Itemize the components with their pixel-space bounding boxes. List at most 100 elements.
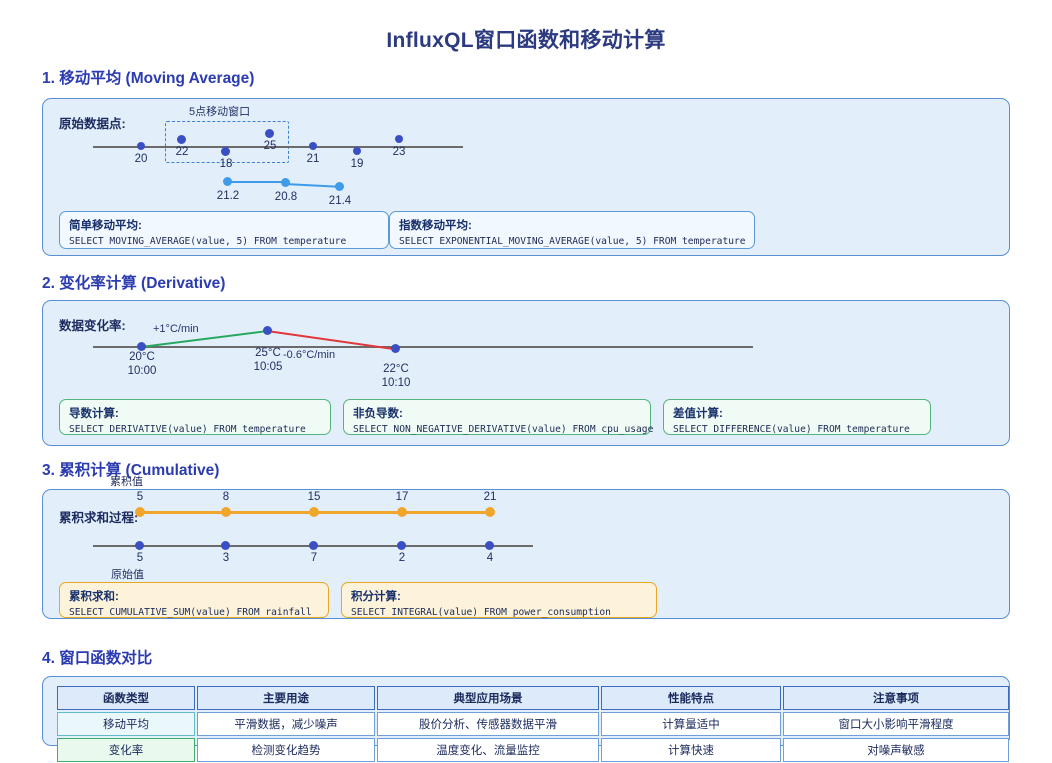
derivative-axis (93, 346, 753, 348)
cumulative-raw-value: 2 (398, 552, 406, 564)
moving-average-dot (223, 177, 232, 186)
raw-point-dot (309, 142, 317, 150)
panel-label-cumulative: 累积求和过程: (59, 511, 139, 525)
panel-moving-average: 原始数据点: 5点移动窗口 20 22 18 25 21 19 23 21.2 … (42, 98, 1010, 256)
cumulative-value: 21 (483, 491, 497, 503)
sql-card-title: 简单移动平均: (69, 220, 142, 232)
raw-points-axis (93, 146, 463, 148)
derivative-point-dot (137, 342, 146, 351)
moving-average-value: 21.4 (328, 195, 352, 207)
derivative-point-temp: 22°C (383, 363, 409, 375)
cumulative-value: 8 (222, 491, 230, 503)
table-cell: 平滑数据，减少噪声 (197, 712, 375, 736)
section-heading-cumulative: 3. 累积计算 (Cumulative) (42, 462, 220, 479)
raw-point-dot (395, 135, 403, 143)
raw-point-value: 21 (306, 153, 320, 165)
section-heading-derivative: 2. 变化率计算 (Derivative) (42, 275, 226, 292)
raw-point-dot (353, 147, 361, 155)
sql-card-title: 非负导数: (353, 408, 403, 420)
panel-label-change-rate: 数据变化率: (59, 319, 126, 333)
sql-card-difference[interactable]: 差值计算: SELECT DIFFERENCE(value) FROM temp… (663, 399, 931, 435)
cumulative-dot (221, 507, 231, 517)
derivative-point-temp: 25°C (255, 347, 281, 359)
moving-average-value: 20.8 (274, 191, 298, 203)
table-header-cell: 函数类型 (57, 686, 195, 710)
cumulative-dot (485, 507, 495, 517)
sql-card-code: SELECT EXPONENTIAL_MOVING_AVERAGE(value,… (399, 236, 746, 247)
raw-point-dot (137, 142, 145, 150)
sql-card-derivative[interactable]: 导数计算: SELECT DERIVATIVE(value) FROM temp… (59, 399, 331, 435)
cumulative-raw-dot (135, 541, 144, 550)
moving-window-label: 5点移动窗口 (189, 106, 251, 118)
cumulative-raw-dot (221, 541, 230, 550)
comparison-table: 函数类型 主要用途 典型应用场景 性能特点 注意事项 移动平均 平滑数据，减少噪… (55, 684, 1011, 763)
section-heading-moving-average: 1. 移动平均 (Moving Average) (42, 70, 255, 87)
sql-card-non-negative-derivative[interactable]: 非负导数: SELECT NON_NEGATIVE_DERIVATIVE(val… (343, 399, 654, 435)
table-row: 移动平均 平滑数据，减少噪声 股价分析、传感器数据平滑 计算量适中 窗口大小影响… (57, 712, 1009, 736)
moving-average-segment (284, 183, 341, 188)
moving-average-dot (335, 182, 344, 191)
section-heading-comparison: 4. 窗口函数对比 (42, 650, 153, 667)
derivative-point-dot (391, 344, 400, 353)
raw-point-value: 19 (350, 158, 364, 170)
sql-card-exponential-moving-average[interactable]: 指数移动平均: SELECT EXPONENTIAL_MOVING_AVERAG… (389, 211, 755, 249)
sql-card-cumulative-sum[interactable]: 累积求和: SELECT CUMULATIVE_SUM(value) FROM … (59, 582, 329, 618)
sql-card-title: 指数移动平均: (399, 220, 472, 232)
cumulative-raw-value: 7 (310, 552, 318, 564)
cumulative-raw-dot (397, 541, 406, 550)
panel-comparison: 函数类型 主要用途 典型应用场景 性能特点 注意事项 移动平均 平滑数据，减少噪… (42, 676, 1010, 762)
sql-card-code: SELECT MOVING_AVERAGE(value, 5) FROM tem… (69, 236, 347, 247)
table-header-cell: 典型应用场景 (377, 686, 599, 710)
raw-point-value: 20 (134, 153, 148, 165)
sql-card-title: 积分计算: (351, 591, 401, 603)
table-cell: 股价分析、传感器数据平滑 (377, 712, 599, 736)
cumulative-dot (135, 507, 145, 517)
sql-card-code: SELECT DERIVATIVE(value) FROM temperatur… (69, 424, 306, 435)
table-cell: 检测变化趋势 (197, 738, 375, 762)
raw-caption: 原始值 (111, 569, 144, 581)
cumulative-value: 15 (307, 491, 321, 503)
derivative-rate-down-label: -0.6°C/min (283, 349, 336, 361)
sql-card-code: SELECT NON_NEGATIVE_DERIVATIVE(value) FR… (353, 424, 654, 435)
cumulative-caption: 累积值 (110, 476, 143, 488)
table-row: 变化率 检测变化趋势 温度变化、流量监控 计算快速 对噪声敏感 (57, 738, 1009, 762)
sql-card-integral[interactable]: 积分计算: SELECT INTEGRAL(value) FROM power_… (341, 582, 657, 618)
cumulative-value: 5 (136, 491, 144, 503)
cumulative-dot (309, 507, 319, 517)
cumulative-dot (397, 507, 407, 517)
table-cell: 计算量适中 (601, 712, 781, 736)
table-header-cell: 性能特点 (601, 686, 781, 710)
table-header-cell: 注意事项 (783, 686, 1009, 710)
raw-point-dot (265, 129, 274, 138)
derivative-point-dot (263, 326, 272, 335)
derivative-point-temp: 20°C (129, 351, 155, 363)
panel-derivative: 数据变化率: +1°C/min -0.6°C/min 20°C 10:00 25… (42, 300, 1010, 446)
derivative-point-time: 10:10 (381, 377, 411, 389)
derivative-point-time: 10:05 (253, 361, 283, 373)
moving-average-dot (281, 178, 290, 187)
raw-point-dot (221, 147, 230, 156)
cumulative-raw-dot (309, 541, 318, 550)
moving-average-value: 21.2 (216, 190, 240, 202)
cumulative-raw-value: 5 (136, 552, 144, 564)
sql-card-title: 导数计算: (69, 408, 119, 420)
table-cell: 计算快速 (601, 738, 781, 762)
table-header-row: 函数类型 主要用途 典型应用场景 性能特点 注意事项 (57, 686, 1009, 710)
sql-card-code: SELECT INTEGRAL(value) FROM power_consum… (351, 607, 611, 618)
cumulative-value: 17 (395, 491, 409, 503)
cumulative-raw-dot (485, 541, 494, 550)
panel-label-raw-points: 原始数据点: (59, 117, 126, 131)
moving-window-box (165, 121, 289, 163)
sql-card-title: 累积求和: (69, 591, 119, 603)
raw-point-value: 23 (392, 146, 406, 158)
table-header-cell: 主要用途 (197, 686, 375, 710)
moving-average-segment (227, 181, 285, 183)
table-cell: 对噪声敏感 (783, 738, 1009, 762)
raw-point-value: 25 (263, 140, 277, 152)
cumulative-raw-value: 4 (486, 552, 494, 564)
sql-card-code: SELECT CUMULATIVE_SUM(value) FROM rainfa… (69, 607, 312, 618)
raw-point-value: 18 (219, 158, 233, 170)
sql-card-simple-moving-average[interactable]: 简单移动平均: SELECT MOVING_AVERAGE(value, 5) … (59, 211, 389, 249)
table-cell-function-type: 变化率 (57, 738, 195, 762)
